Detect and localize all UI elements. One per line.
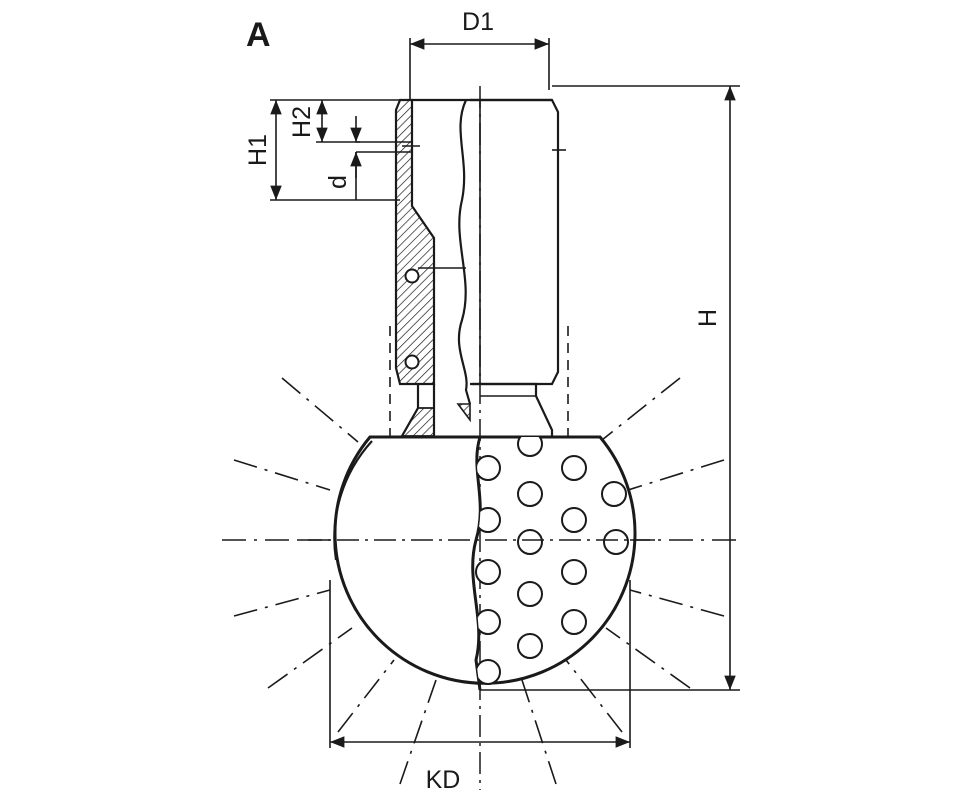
dimension-label-h1: H1 (244, 134, 272, 166)
spray-hole (601, 481, 627, 507)
spray-pattern-rays (222, 377, 736, 785)
spray-hole (561, 559, 587, 585)
dimension-label-h2: H2 (288, 106, 316, 138)
dimension-label-kd: KD (426, 766, 461, 794)
dimension-label-d1: D1 (462, 8, 494, 36)
dimension-h1-h2-d: H1 H2 d (244, 99, 400, 201)
spray-hole (475, 609, 501, 635)
tube-body-right (356, 98, 566, 405)
spray-hole (517, 437, 543, 457)
spray-holes (475, 437, 629, 685)
spray-hole (517, 529, 543, 555)
view-label: A (246, 16, 271, 54)
spray-hole (517, 481, 543, 507)
spray-hole (603, 529, 629, 555)
neck (400, 382, 554, 438)
spray-hole (561, 507, 587, 533)
spray-hole (475, 455, 501, 481)
spray-hole (561, 455, 587, 481)
dimension-d1: D1 (409, 8, 550, 100)
dimension-h: H (480, 85, 740, 691)
spray-hole (475, 559, 501, 585)
spray-hole (517, 633, 543, 659)
spray-hole (475, 659, 501, 685)
spray-hole (561, 609, 587, 635)
dimension-kd: KD (329, 580, 631, 794)
spray-hole (517, 581, 543, 607)
dimension-label-h: H (694, 309, 722, 327)
dimension-label-d: d (324, 175, 352, 189)
